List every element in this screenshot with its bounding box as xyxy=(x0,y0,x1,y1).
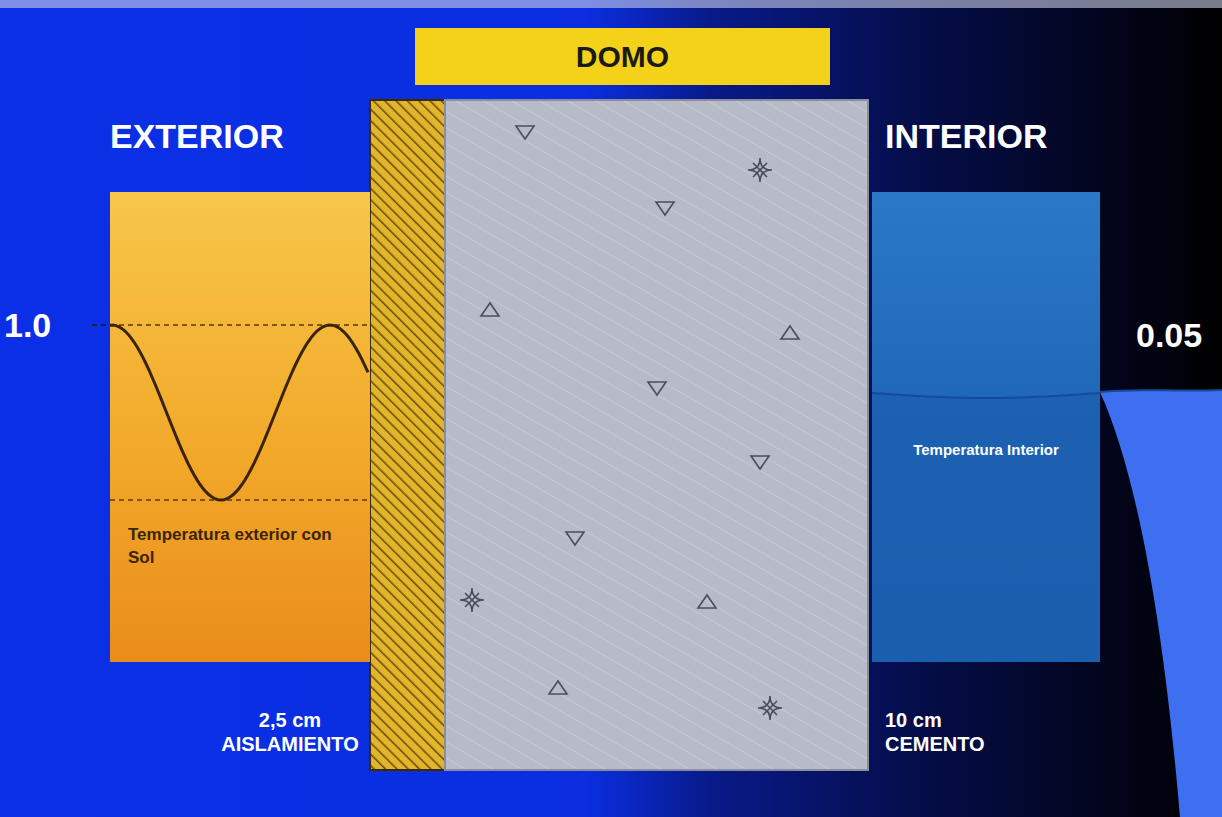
title-banner: DOMO xyxy=(415,28,830,85)
layer-dimension: 10 cm CEMENTO xyxy=(885,708,997,756)
box-text: Temperatura exterior con Sol xyxy=(128,524,358,570)
interior-wave-tail xyxy=(1100,390,1222,392)
title: DOMO xyxy=(576,40,669,74)
amplitude-value: 1.0 xyxy=(4,305,51,346)
amplitude-value: 0.05 xyxy=(1136,315,1202,356)
dashed-level xyxy=(92,324,112,326)
interior-temperature-box: Temperatura Interior xyxy=(872,192,1100,662)
interior-curve xyxy=(1100,390,1222,817)
wave xyxy=(110,192,370,662)
region-label: EXTERIOR xyxy=(110,116,284,157)
layer-dimension: 2,5 cm AISLAMIENTO xyxy=(212,708,368,756)
wave xyxy=(872,192,1100,662)
exterior-temperature-box: Temperatura exterior con Sol xyxy=(110,192,370,662)
aggregate-symbols xyxy=(460,126,799,720)
top-strip xyxy=(0,0,1222,8)
region-label: INTERIOR xyxy=(885,116,1047,157)
concrete-slab xyxy=(445,100,868,770)
box-text: Temperatura Interior xyxy=(882,440,1090,460)
insulation-layer xyxy=(370,100,445,770)
